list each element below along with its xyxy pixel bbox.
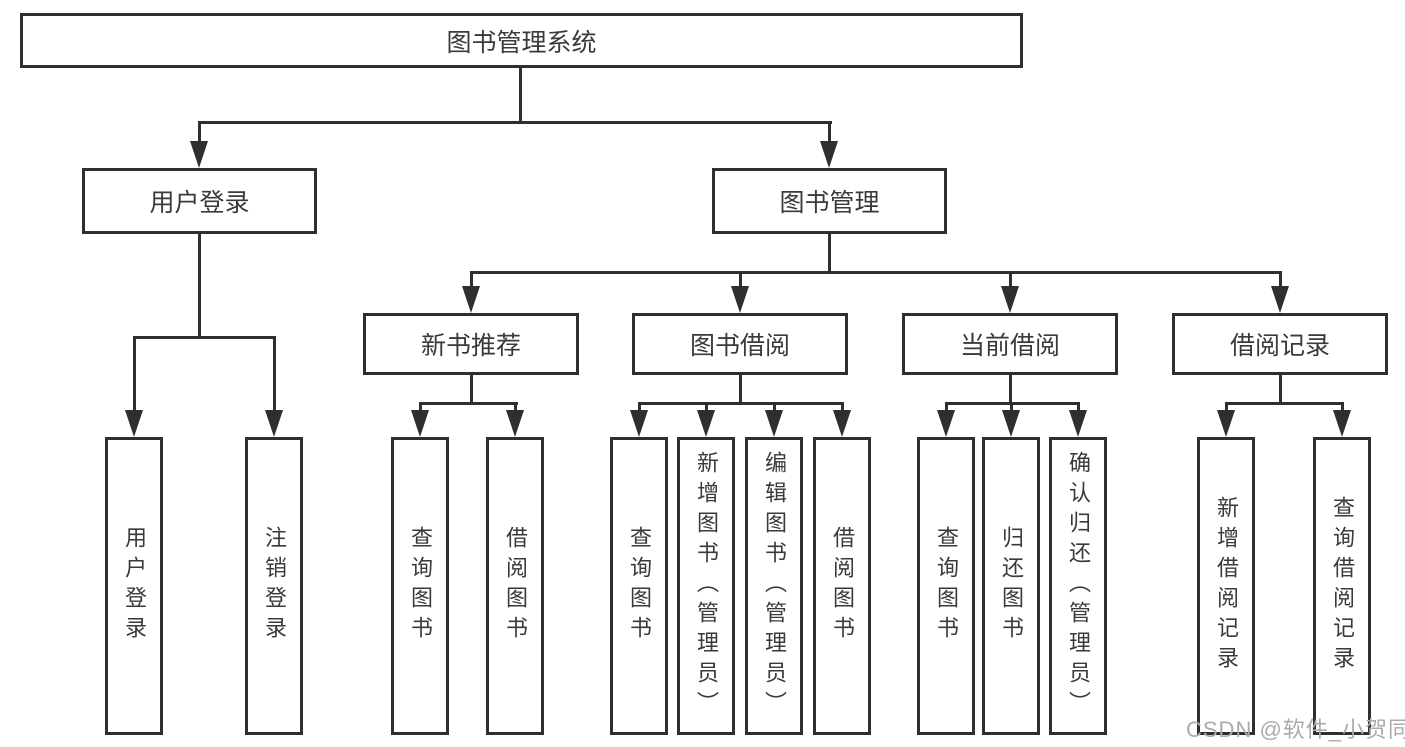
node-current-borrowing: 当前借阅 (902, 313, 1118, 375)
leaf-edit-books-admin: 编辑图书（管理员） (745, 437, 803, 735)
arrowhead-down-icon (265, 410, 283, 437)
connector-line (198, 121, 201, 146)
arrowhead-down-icon (731, 286, 749, 313)
connector-line (1077, 402, 1080, 412)
connector-line (638, 402, 844, 405)
leaf-borrowing-query-books: 查询图书 (610, 437, 668, 735)
arrowhead-down-icon (190, 141, 208, 168)
connector-line (1010, 402, 1013, 412)
arrowhead-down-icon (630, 410, 648, 437)
connector-line (470, 271, 473, 289)
node-borrowing-records: 借阅记录 (1172, 313, 1388, 375)
connector-line (828, 234, 831, 273)
connector-line (828, 121, 831, 146)
connector-line (198, 121, 832, 124)
connector-line (945, 402, 948, 412)
connector-line (1225, 402, 1344, 405)
arrowhead-down-icon (506, 410, 524, 437)
arrowhead-down-icon (937, 410, 955, 437)
leaf-query-borrow-record: 查询借阅记录 (1313, 437, 1371, 735)
connector-line (470, 271, 1281, 274)
arrowhead-down-icon (1217, 410, 1235, 437)
connector-line (705, 402, 708, 412)
arrowhead-down-icon (411, 410, 429, 437)
connector-line (470, 375, 473, 404)
connector-line (273, 336, 276, 412)
leaf-logout-login: 注销登录 (245, 437, 303, 735)
connector-line (841, 402, 844, 412)
node-user-login: 用户登录 (82, 168, 317, 234)
leaf-user-login: 用户登录 (105, 437, 163, 735)
leaf-add-borrow-record: 新增借阅记录 (1197, 437, 1255, 735)
connector-line (773, 402, 776, 412)
arrowhead-down-icon (1271, 286, 1289, 313)
arrowhead-down-icon (1069, 410, 1087, 437)
arrowhead-down-icon (462, 286, 480, 313)
connector-line (739, 375, 742, 404)
connector-line (1225, 402, 1228, 412)
connector-line (1279, 271, 1282, 289)
connector-line (739, 271, 742, 289)
leaf-add-books-admin: 新增图书（管理员） (677, 437, 735, 735)
node-book-management: 图书管理 (712, 168, 947, 234)
connector-line (519, 66, 522, 123)
leaf-borrow-books: 借阅图书 (813, 437, 871, 735)
connector-line (419, 402, 518, 405)
connector-line (1279, 375, 1282, 404)
connector-line (133, 336, 136, 412)
leaf-return-books: 归还图书 (982, 437, 1040, 735)
arrowhead-down-icon (125, 410, 143, 437)
leaf-recommend-query-books: 查询图书 (391, 437, 449, 735)
arrowhead-down-icon (833, 410, 851, 437)
connector-line (198, 234, 201, 338)
connector-line (1009, 271, 1012, 289)
connector-line (638, 402, 641, 412)
leaf-confirm-return-admin: 确认归还（管理员） (1049, 437, 1107, 735)
arrowhead-down-icon (1001, 286, 1019, 313)
connector-line (1341, 402, 1344, 412)
node-new-book-recommend: 新书推荐 (363, 313, 579, 375)
node-library-management-system: 图书管理系统 (20, 13, 1023, 68)
connector-line (419, 402, 422, 412)
arrowhead-down-icon (820, 141, 838, 168)
arrowhead-down-icon (1333, 410, 1351, 437)
connector-line (133, 336, 276, 339)
connector-line (514, 402, 517, 412)
csdn-watermark: CSDN @软件_小贺同学 (1186, 717, 1405, 742)
arrowhead-down-icon (697, 410, 715, 437)
node-book-borrowing: 图书借阅 (632, 313, 848, 375)
connector-line (1009, 375, 1012, 404)
leaf-recommend-borrow-books: 借阅图书 (486, 437, 544, 735)
leaf-current-query-books: 查询图书 (917, 437, 975, 735)
arrowhead-down-icon (1002, 410, 1020, 437)
arrowhead-down-icon (765, 410, 783, 437)
